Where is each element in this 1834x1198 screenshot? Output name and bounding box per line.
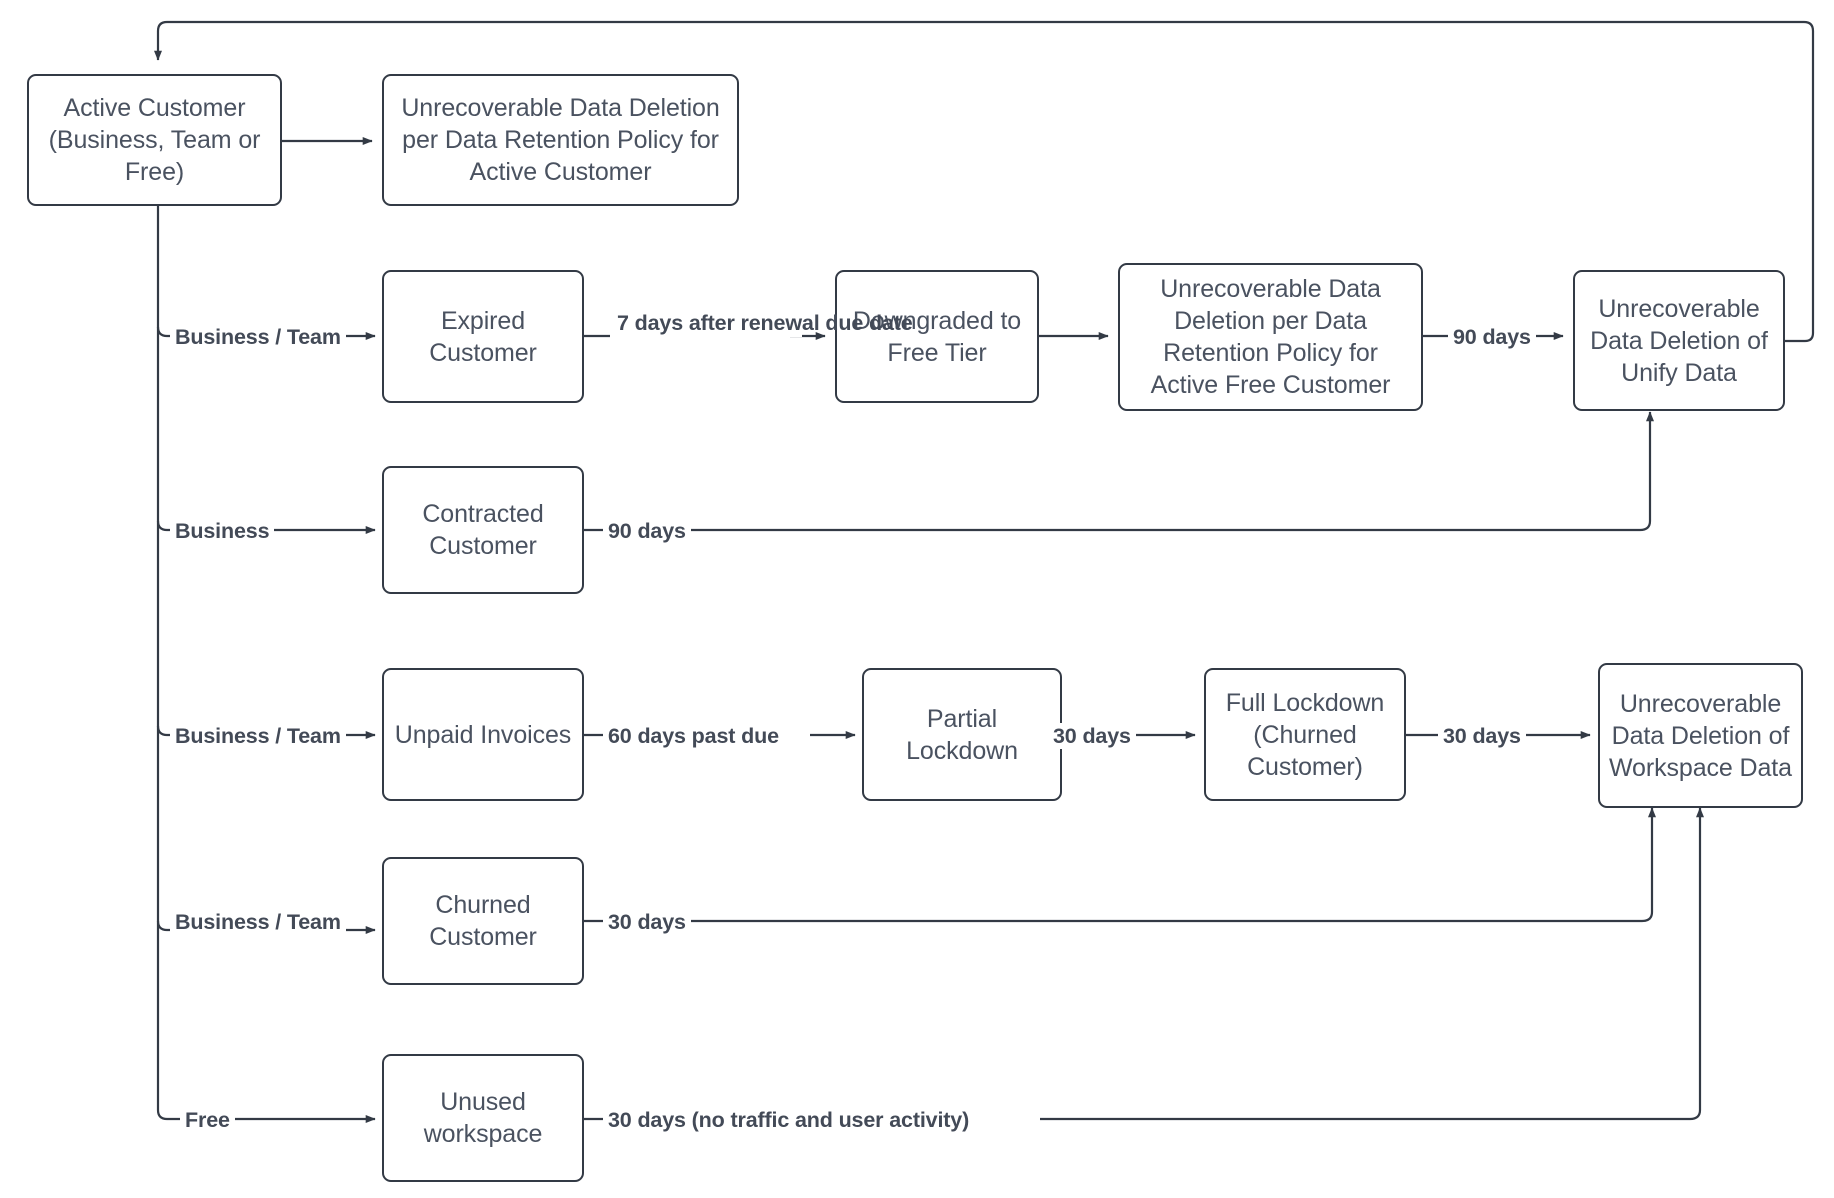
node-downgraded-free-tier-label: Downgraded to Free Tier: [852, 306, 1022, 367]
node-unused-workspace[interactable]: Unused workspace: [382, 1054, 584, 1182]
node-churned-customer-label: Churned Customer: [429, 891, 537, 951]
edge-contracted-to-unify: [570, 412, 1650, 532]
edge-churned-to-workspace-deletion: [570, 808, 1652, 923]
node-active-customer[interactable]: Active Customer (Business, Team or Free): [27, 74, 282, 206]
node-active-customer-label: Active Customer (Business, Team or Free): [48, 94, 261, 186]
edge-label-unpaid-to-partial: 60 days past due: [603, 723, 784, 750]
edge-label-partial-to-full: 30 days: [1048, 723, 1136, 750]
node-full-lockdown-label: Full Lockdown (Churned Customer): [1225, 688, 1385, 781]
edge-label-text: Free: [185, 1108, 230, 1132]
edge-label-text: 30 days: [1443, 724, 1521, 748]
edge-label-text: Business / Team: [175, 325, 341, 349]
node-churned-customer[interactable]: Churned Customer: [382, 857, 584, 985]
node-downgraded-free-tier[interactable]: Downgraded to Free Tier: [835, 270, 1039, 403]
edge-label-branch-free: Free: [180, 1107, 235, 1134]
edge-label-branch-business-team-churned: Business / Team: [170, 909, 346, 936]
edge-label-text: Business / Team: [175, 910, 341, 934]
edge-label-free-deletion-to-unify: 90 days: [1448, 324, 1536, 351]
edge-label-text: 7 days after renewal due date: [617, 311, 913, 335]
node-expired-customer[interactable]: Expired Customer: [382, 270, 584, 403]
edge-label-branch-business-team-unpaid: Business / Team: [170, 723, 346, 750]
edge-label-text: 30 days: [1053, 724, 1131, 748]
edge-unused-to-workspace-deletion: [570, 808, 1700, 1121]
edge-label-branch-business-contracted: Business: [170, 518, 275, 545]
edge-label-text: 60 days past due: [608, 724, 779, 748]
node-unpaid-invoices-label: Unpaid Invoices: [394, 720, 572, 749]
edge-label-text: 30 days (no traffic and user activity): [608, 1108, 970, 1132]
node-expired-customer-label: Expired Customer: [429, 306, 537, 367]
node-partial-lockdown[interactable]: Partial Lockdown: [862, 668, 1062, 801]
node-deletion-active-customer[interactable]: Unrecoverable Data Deletion per Data Ret…: [382, 74, 739, 206]
node-deletion-active-free-customer-label: Unrecoverable Data Deletion per Data Ret…: [1150, 275, 1391, 399]
node-deletion-active-customer-label: Unrecoverable Data Deletion per Data Ret…: [401, 94, 720, 186]
node-unpaid-invoices[interactable]: Unpaid Invoices: [382, 668, 584, 801]
node-deletion-unify-data-label: Unrecoverable Data Deletion of Unify Dat…: [1590, 294, 1768, 387]
edge-label-contracted-to-unify: 90 days: [603, 518, 691, 545]
node-deletion-workspace-data[interactable]: Unrecoverable Data Deletion of Workspace…: [1598, 663, 1803, 808]
node-deletion-workspace-data-label: Unrecoverable Data Deletion of Workspace…: [1609, 689, 1792, 782]
edge-label-text: 30 days: [608, 910, 686, 934]
node-deletion-active-free-customer[interactable]: Unrecoverable Data Deletion per Data Ret…: [1118, 263, 1423, 411]
edge-label-text: 90 days: [608, 519, 686, 543]
edge-label-text: 90 days: [1453, 325, 1531, 349]
edge-label-text: Business / Team: [175, 724, 341, 748]
edge-label-expired-to-downgraded: 7 days after renewal due date: [612, 310, 913, 337]
node-contracted-customer[interactable]: Contracted Customer: [382, 466, 584, 594]
edge-label-text: Business: [175, 519, 270, 543]
node-partial-lockdown-label: Partial Lockdown: [906, 704, 1018, 765]
edge-label-full-to-workspace-deletion: 30 days: [1438, 723, 1526, 750]
edge-label-churned-to-workspace-deletion: 30 days: [603, 909, 691, 936]
node-contracted-customer-label: Contracted Customer: [422, 500, 544, 560]
node-full-lockdown[interactable]: Full Lockdown (Churned Customer): [1204, 668, 1406, 801]
node-deletion-unify-data[interactable]: Unrecoverable Data Deletion of Unify Dat…: [1573, 270, 1785, 411]
edge-label-branch-business-team-expired: Business / Team: [170, 324, 346, 351]
edge-label-unused-to-workspace-deletion: 30 days (no traffic and user activity): [603, 1107, 975, 1134]
node-unused-workspace-label: Unused workspace: [423, 1088, 543, 1148]
